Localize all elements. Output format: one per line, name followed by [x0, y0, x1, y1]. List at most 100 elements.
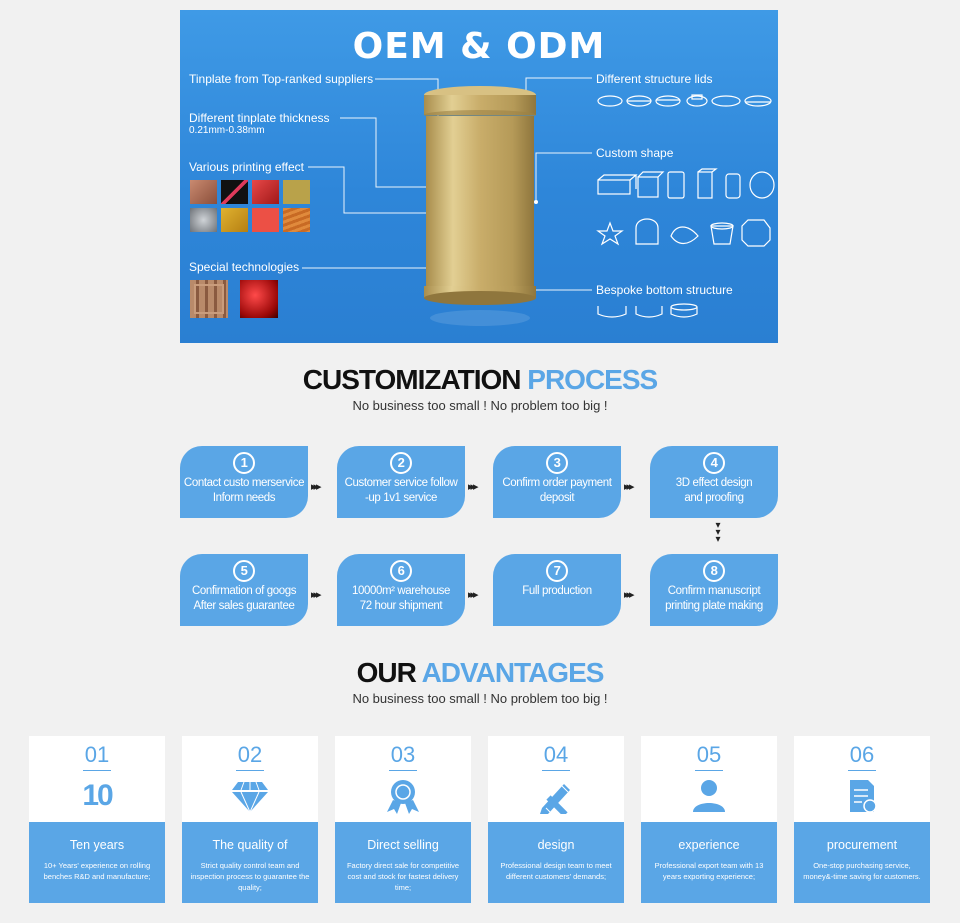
step-line1: 3D effect design: [675, 477, 753, 489]
shape-icons: [596, 168, 775, 247]
diamond-icon: [232, 781, 268, 813]
down-chevron-icon: ▾: [715, 527, 721, 538]
step-line2: 72 hour shipment: [359, 600, 443, 612]
step-line2: After sales guarantee: [193, 600, 295, 612]
card-icon: 10: [77, 778, 117, 814]
card-icon: [383, 778, 423, 814]
tech-glitter-sample: [240, 280, 278, 318]
bottom-icons: [597, 303, 698, 318]
card-title: Ten years: [69, 838, 125, 852]
card-icon: [689, 778, 729, 814]
card-divider: [848, 770, 876, 771]
card-description: Professional export team with 13 years e…: [654, 861, 764, 881]
process-step-4: 4 3D effect design and proofing: [650, 446, 778, 518]
process-arrow-icon: ▸▸▸: [624, 589, 634, 601]
label-printing: Various printing effect: [189, 160, 304, 174]
swatch-gold-sparkle: [221, 208, 248, 232]
card-band: Ten years 10+ Years' experience on rollin…: [29, 822, 165, 903]
process-down-arrow-icon: ▾▾▾: [708, 520, 728, 545]
process-arrow-icon: ▸▸▸: [624, 481, 634, 493]
step-number-7: 7: [546, 560, 568, 582]
card-number: 03: [390, 742, 416, 767]
card-description: Factory direct sale for competitive cost…: [346, 861, 460, 892]
advantages-header: OUR ADVANTAGES No business too small ! N…: [0, 657, 960, 706]
card-icon: [842, 778, 882, 814]
step-number-3: 3: [546, 452, 568, 474]
award-ribbon-icon: [387, 780, 419, 814]
step-line1: Confirm manuscript: [667, 585, 761, 597]
process-arrow-icon: ▸▸▸: [468, 481, 478, 493]
card-divider: [389, 770, 417, 771]
oem-odm-banner: OEM & ODM: [180, 10, 778, 343]
card-divider: [83, 770, 111, 771]
process-title-blue: PROCESS: [527, 364, 658, 395]
card-description: One-stop purchasing service, money&-time…: [803, 861, 921, 881]
card-description: Professional design team to meet differe…: [500, 861, 612, 881]
card-title: procurement: [826, 838, 898, 852]
card-number: 04: [543, 742, 569, 767]
card-description: Strict quality control team and inspecti…: [190, 861, 310, 892]
step-number-2: 2: [390, 452, 412, 474]
label-shape: Custom shape: [596, 146, 674, 160]
card-description: 10+ Years' experience on rolling benches…: [43, 861, 151, 881]
step-line1: 10000m² warehouse: [351, 585, 451, 597]
lids-icons: [597, 94, 772, 107]
advantages-title-blue: ADVANTAGES: [421, 657, 605, 688]
swatch-gold-matte: [283, 180, 310, 204]
swatch-red-gloss: [252, 180, 279, 204]
card-title: The quality of: [212, 838, 288, 852]
swatch-orange-wood: [283, 208, 310, 232]
down-chevron-icon: ▾: [715, 534, 721, 545]
tin-can-image: [424, 86, 536, 326]
label-lids: Different structure lids: [596, 72, 713, 86]
swatch-black-pattern: [221, 180, 248, 204]
swatch-silver: [190, 208, 217, 232]
step-number-5: 5: [233, 560, 255, 582]
process-subtitle: No business too small ! No problem too b…: [352, 398, 608, 413]
advantages-title: OUR ADVANTAGES: [0, 657, 960, 689]
step-line2: -up 1v1 service: [365, 492, 437, 504]
banner-title: OEM & ODM: [352, 26, 606, 67]
card-title: design: [537, 838, 575, 852]
card-number: 06: [849, 742, 875, 767]
tech-embossed-sample: [190, 280, 228, 318]
card-title: experience: [678, 838, 740, 852]
card-divider: [236, 770, 264, 771]
step-line2: deposit: [539, 492, 575, 504]
step-line2: and proofing: [684, 492, 744, 504]
process-arrow-icon: ▸▸▸: [311, 481, 321, 493]
step-number-8: 8: [703, 560, 725, 582]
step-line1: Confirmation of googs: [191, 585, 297, 597]
swatch-coral: [252, 208, 279, 232]
step-number-4: 4: [703, 452, 725, 474]
step-line1: Contact custo merservice: [183, 477, 305, 489]
down-chevron-icon: ▾: [715, 520, 721, 531]
card-number: 02: [237, 742, 263, 767]
card-divider: [542, 770, 570, 771]
pencil-ruler-icon: [540, 784, 570, 817]
label-thickness-range: 0.21mm-0.38mm: [189, 125, 265, 136]
step-number-1: 1: [233, 452, 255, 474]
printing-swatches: [190, 180, 310, 232]
step-line1: Full production: [522, 585, 592, 597]
card-divider: [695, 770, 723, 771]
card-title: Direct selling: [367, 838, 439, 852]
process-title-dark: CUSTOMIZATION: [302, 364, 522, 395]
step-line1: Confirm order payment: [502, 477, 612, 489]
card-number: 01: [84, 742, 110, 767]
swatch-copper: [190, 180, 217, 204]
process-title: CUSTOMIZATION PROCESS: [0, 364, 960, 396]
card-icon: [230, 778, 270, 814]
process-arrow-icon: ▸▸▸: [311, 589, 321, 601]
